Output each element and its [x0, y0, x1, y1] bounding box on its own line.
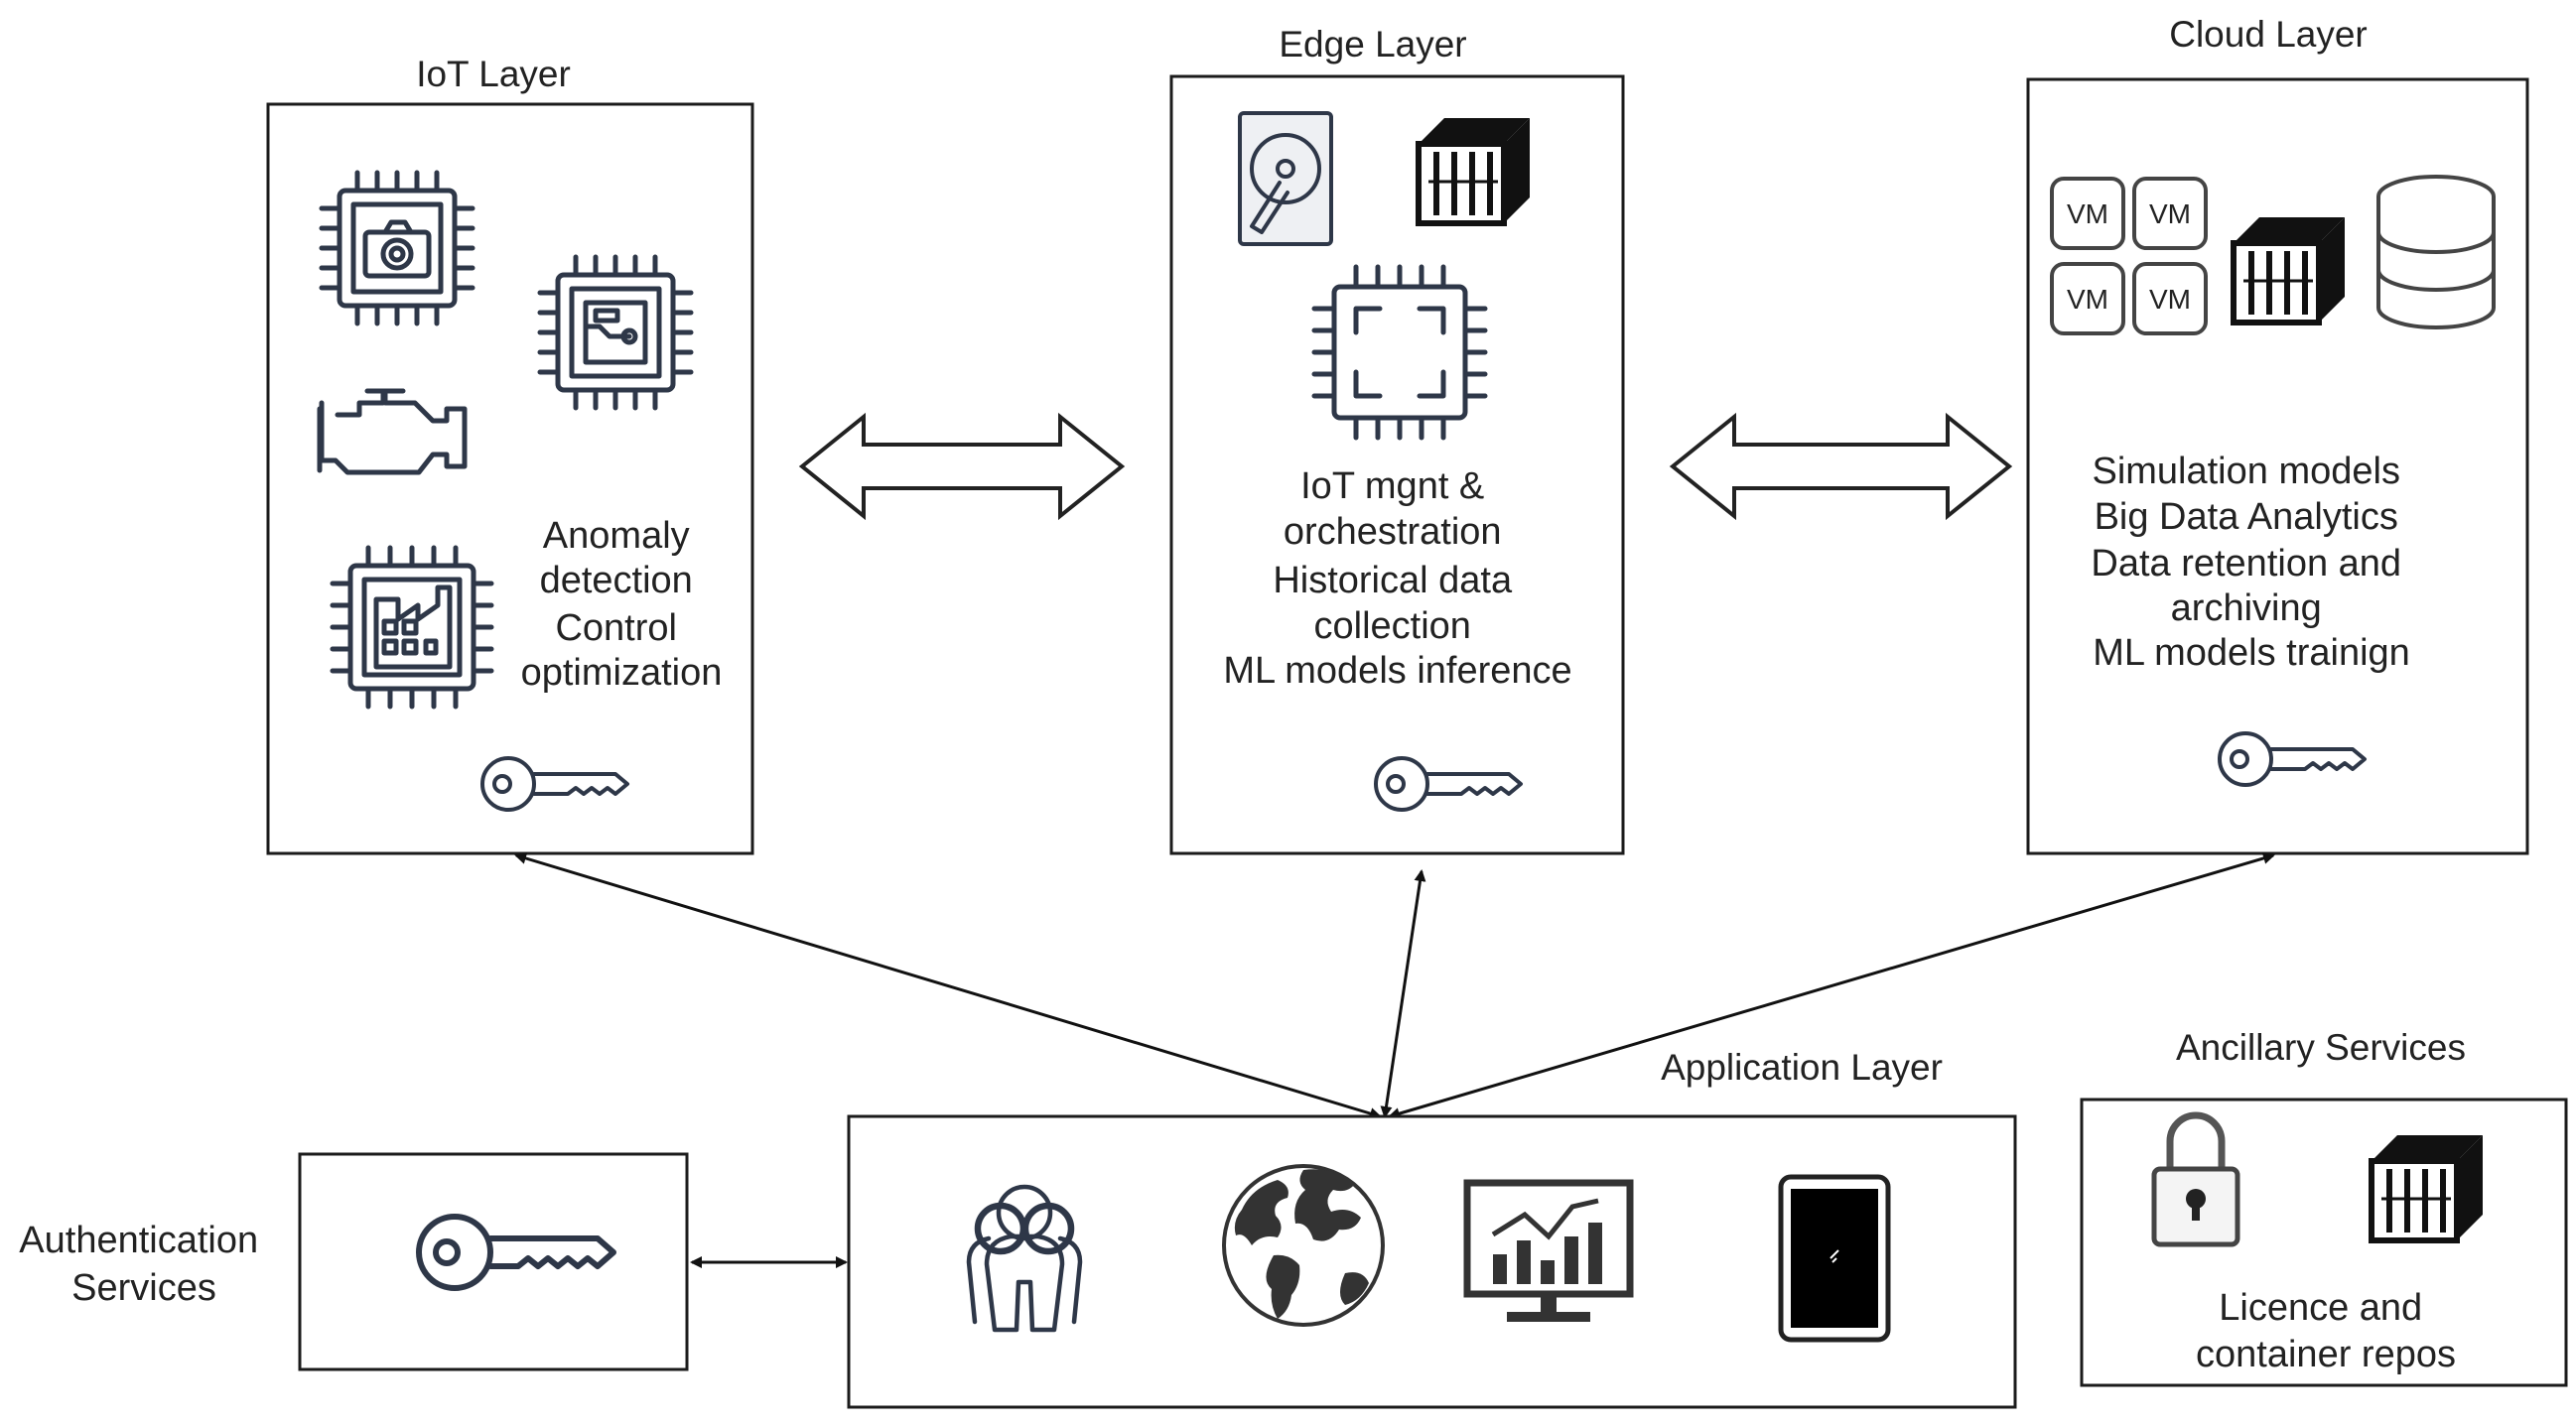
cloud-line-2: Big Data Analytics: [2095, 496, 2398, 538]
iot-layer-description: Anomaly detection Control optimization: [521, 515, 723, 694]
auth-line-1: Authentication: [19, 1220, 258, 1261]
key-icon: [1374, 756, 1523, 812]
iot-edge-double-arrow: [798, 412, 1126, 521]
cloud-line-3: Data retention and: [2091, 543, 2401, 584]
authentication-label: Authentication Services: [19, 1220, 268, 1309]
key-icon: [416, 1214, 616, 1291]
vm-grid: VM VM VM VM: [2050, 177, 2208, 335]
vm-icon: VM: [2050, 262, 2125, 335]
cloud-line-5: ML models trainign: [2093, 632, 2410, 674]
edge-line-2: orchestration: [1284, 511, 1502, 553]
key-icon: [480, 756, 629, 812]
application-layer: Application Layer: [847, 1047, 2017, 1409]
padlock-icon: [2151, 1111, 2240, 1247]
application-edge-connector: [1380, 869, 1426, 1118]
globe-icon: [1222, 1164, 1385, 1327]
ancillary-title: Ancillary Services: [2176, 1027, 2466, 1068]
ancillary-line-1: Licence and: [2219, 1287, 2422, 1329]
iot-line-1: Anomaly: [543, 515, 690, 557]
analytics-monitor-icon: [1463, 1179, 1634, 1322]
cloud-line-1: Simulation models: [2092, 451, 2399, 492]
camera-chip-icon: [319, 170, 475, 326]
container-icon: [2231, 217, 2345, 325]
edge-line-3: Historical data: [1273, 560, 1513, 601]
container-icon: [2369, 1135, 2483, 1243]
svg-text:VM: VM: [2067, 198, 2108, 229]
iot-line-4: optimization: [521, 652, 723, 694]
iot-layer-title: IoT Layer: [416, 54, 571, 94]
factory-chip-icon: [330, 545, 494, 710]
svg-text:VM: VM: [2067, 284, 2108, 315]
database-icon: [2376, 175, 2496, 329]
ancillary-description: Licence and container repos: [2196, 1287, 2456, 1375]
vm-icon: VM: [2050, 177, 2125, 250]
tablet-icon: [1778, 1174, 1891, 1343]
users-group-icon: [966, 1184, 1083, 1333]
edge-line-5: ML models inference: [1223, 650, 1571, 692]
iot-layer-box: [266, 102, 754, 855]
auth-line-2: Services: [71, 1267, 216, 1309]
authentication-box: [298, 1152, 689, 1371]
edge-layer: Edge Layer IoT mgnt & orchestration Hist…: [1169, 24, 1625, 855]
cloud-layer: Cloud Layer VM VM VM VM: [2026, 14, 2529, 855]
cloud-layer-description: Simulation models Big Data Analytics Dat…: [2091, 451, 2411, 674]
iot-layer: IoT Layer: [266, 54, 754, 855]
iot-line-3: Control: [555, 607, 677, 649]
key-icon: [2218, 731, 2367, 787]
board-chip-icon: [537, 254, 694, 411]
container-icon: [1416, 118, 1530, 226]
vm-icon: VM: [2132, 262, 2208, 335]
svg-text:VM: VM: [2149, 284, 2191, 315]
edge-line-1: IoT mgnt &: [1300, 465, 1484, 507]
hard-drive-icon: [1238, 111, 1333, 246]
cloud-layer-title: Cloud Layer: [2169, 14, 2368, 55]
edge-layer-title: Edge Layer: [1279, 24, 1466, 65]
application-layer-title: Application Layer: [1661, 1047, 1943, 1088]
ancillary-line-2: container repos: [2196, 1334, 2456, 1375]
edge-line-4: collection: [1314, 605, 1471, 647]
edge-layer-description: IoT mgnt & orchestration Historical data…: [1223, 465, 1571, 692]
connectors: [514, 852, 2275, 1268]
application-cloud-connector: [1388, 852, 2275, 1119]
iot-line-2: detection: [540, 560, 693, 601]
authentication-services: Authentication Services: [19, 1152, 689, 1371]
vm-icon: VM: [2132, 177, 2208, 250]
cloud-line-4: archiving: [2171, 587, 2322, 629]
ancillary-services: Ancillary Services Licence and container…: [2080, 1027, 2568, 1387]
application-iot-connector: [514, 852, 1382, 1119]
processor-chip-icon: [1311, 264, 1488, 441]
svg-text:VM: VM: [2149, 198, 2191, 229]
edge-cloud-double-arrow: [1669, 412, 2013, 521]
engine-icon: [317, 388, 468, 475]
